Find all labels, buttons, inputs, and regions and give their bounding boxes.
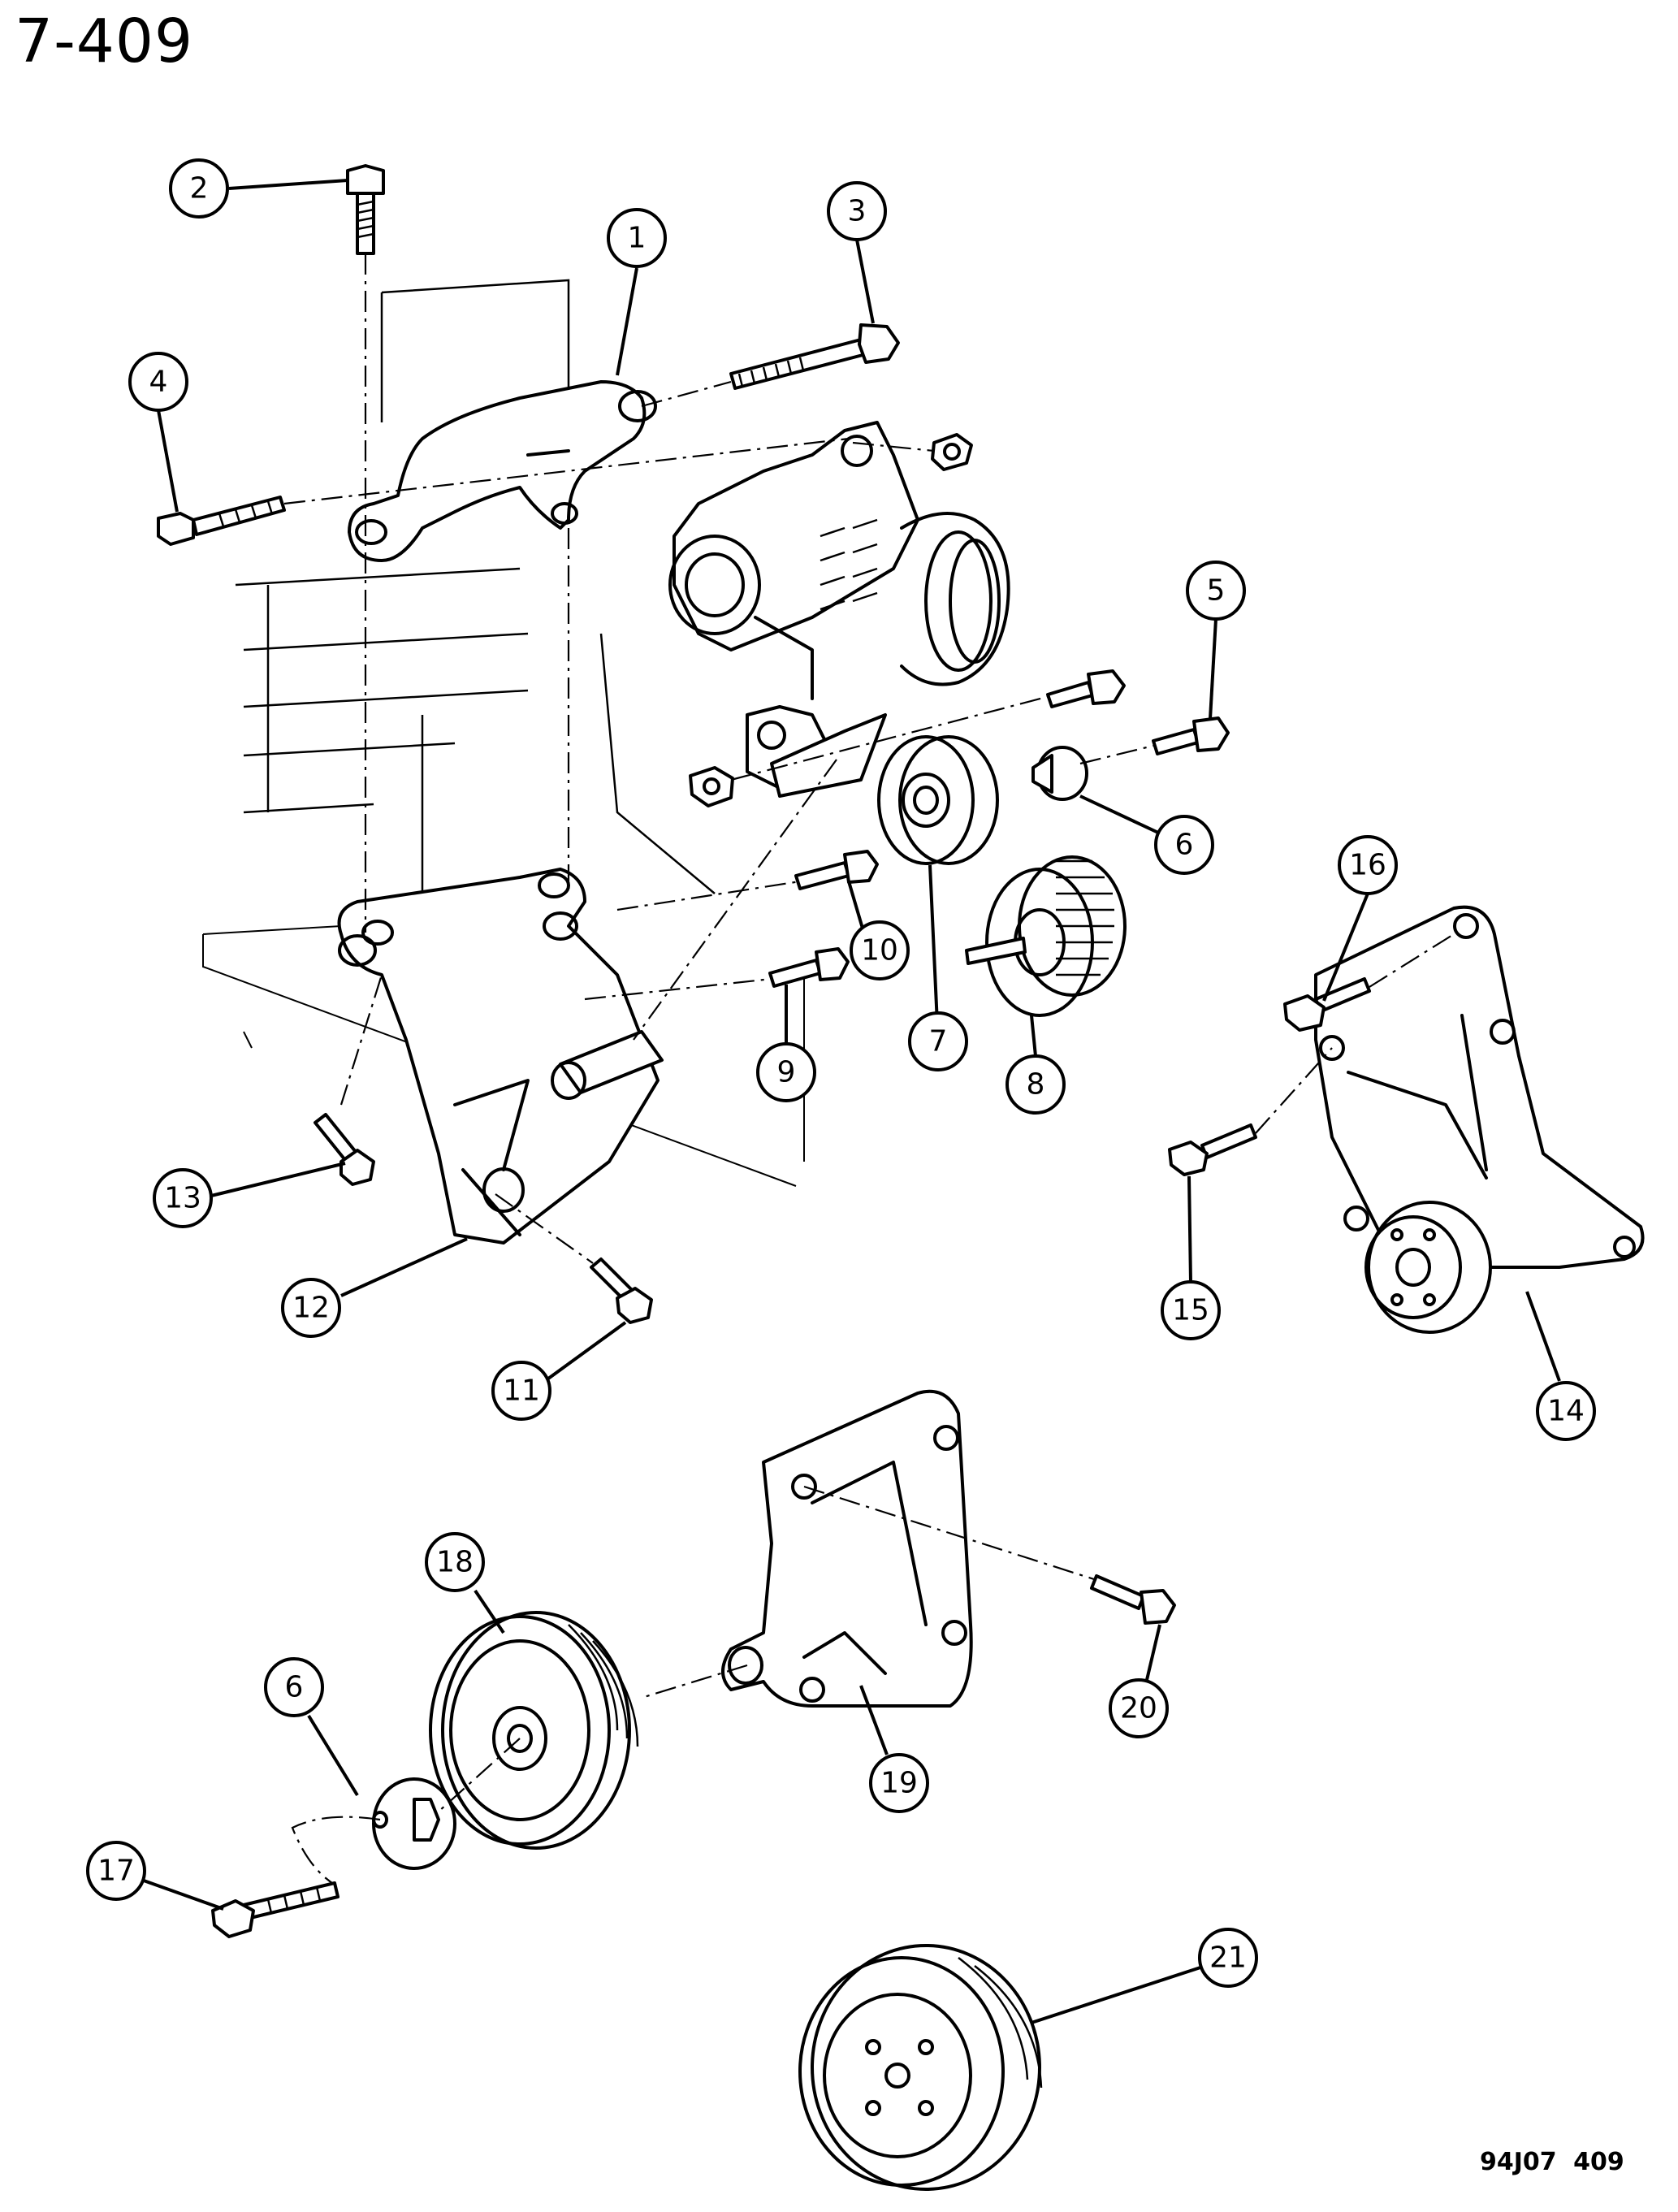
svg-text:3: 3 xyxy=(848,195,867,228)
bolt-11 xyxy=(590,1258,653,1324)
svg-text:8: 8 xyxy=(1027,1068,1045,1102)
pump-pulley xyxy=(429,1611,639,1850)
page-number: 7-409 xyxy=(15,6,194,76)
callout-8: 8 xyxy=(1006,1054,1066,1115)
svg-text:2: 2 xyxy=(190,172,209,206)
callout-7: 7 xyxy=(908,1011,968,1071)
callout-12: 12 xyxy=(281,1278,341,1338)
idler-spacer-upper xyxy=(1031,746,1088,801)
bolt-16 xyxy=(1283,977,1371,1032)
bolt-13 xyxy=(314,1113,375,1186)
lower-pump-bracket xyxy=(721,1389,973,1708)
svg-text:13: 13 xyxy=(164,1182,201,1215)
svg-text:6: 6 xyxy=(1175,829,1194,862)
callout-14: 14 xyxy=(1536,1381,1596,1441)
callout-2: 2 xyxy=(169,158,229,219)
svg-text:20: 20 xyxy=(1120,1692,1157,1725)
callout-10: 10 xyxy=(850,920,910,980)
svg-text:9: 9 xyxy=(777,1056,796,1089)
svg-text:10: 10 xyxy=(861,934,898,967)
bracket-bolt-left xyxy=(157,496,286,546)
bolt-5 xyxy=(1152,716,1230,755)
callout-9: 9 xyxy=(756,1042,816,1102)
svg-text:6: 6 xyxy=(285,1671,304,1704)
svg-text:12: 12 xyxy=(292,1292,330,1325)
svg-text:4: 4 xyxy=(149,366,168,399)
callout-15: 15 xyxy=(1161,1280,1221,1340)
alternator xyxy=(668,421,1010,798)
callout-19: 19 xyxy=(869,1753,929,1813)
lower-mounting-bracket xyxy=(337,868,664,1245)
callout-3: 3 xyxy=(827,181,887,241)
callout-20: 20 xyxy=(1109,1678,1169,1738)
alignment-lines xyxy=(283,253,1455,1885)
figure-code: 94J07 409 xyxy=(1480,2148,1624,2176)
callout-16: 16 xyxy=(1338,835,1398,895)
crankshaft-pulley xyxy=(798,1944,1043,2191)
pump-bracket-assembly xyxy=(1314,905,1645,1334)
callout-13: 13 xyxy=(153,1168,213,1228)
upper-support-bracket xyxy=(348,380,657,562)
callout-1: 1 xyxy=(607,208,667,268)
svg-text:15: 15 xyxy=(1172,1294,1209,1327)
callout-11: 11 xyxy=(491,1361,551,1421)
tensioner-pulley xyxy=(965,855,1127,1017)
alternator-pivot-bolt xyxy=(1046,669,1126,708)
pulley-washer-lower xyxy=(372,1777,456,1870)
callout-21: 21 xyxy=(1198,1928,1258,1988)
long-mounting-bolt xyxy=(729,323,900,390)
callout-4: 4 xyxy=(128,352,188,412)
callout-17: 17 xyxy=(86,1841,146,1901)
callout-5: 5 xyxy=(1186,561,1246,621)
svg-text:16: 16 xyxy=(1349,849,1386,882)
svg-text:7: 7 xyxy=(929,1025,948,1058)
callout-18: 18 xyxy=(425,1532,485,1592)
bolt-17 xyxy=(211,1881,339,1938)
svg-text:17: 17 xyxy=(97,1855,135,1888)
svg-text:19: 19 xyxy=(880,1767,918,1800)
bolt-9 xyxy=(768,947,850,988)
bolt-15 xyxy=(1168,1123,1257,1176)
callout-6-upper: 6 xyxy=(1154,815,1214,875)
bolt-10 xyxy=(794,850,879,890)
bolt-20 xyxy=(1090,1574,1176,1625)
svg-text:14: 14 xyxy=(1547,1395,1585,1428)
svg-text:5: 5 xyxy=(1207,574,1226,608)
svg-text:21: 21 xyxy=(1209,1941,1247,1975)
callout-6-lower: 6 xyxy=(264,1657,324,1717)
vertical-bolt xyxy=(346,164,385,255)
svg-text:18: 18 xyxy=(436,1546,474,1579)
svg-text:1: 1 xyxy=(628,222,647,255)
svg-text:11: 11 xyxy=(503,1374,540,1408)
nut-lower-alternator xyxy=(689,766,734,807)
idler-pulley xyxy=(877,735,999,865)
